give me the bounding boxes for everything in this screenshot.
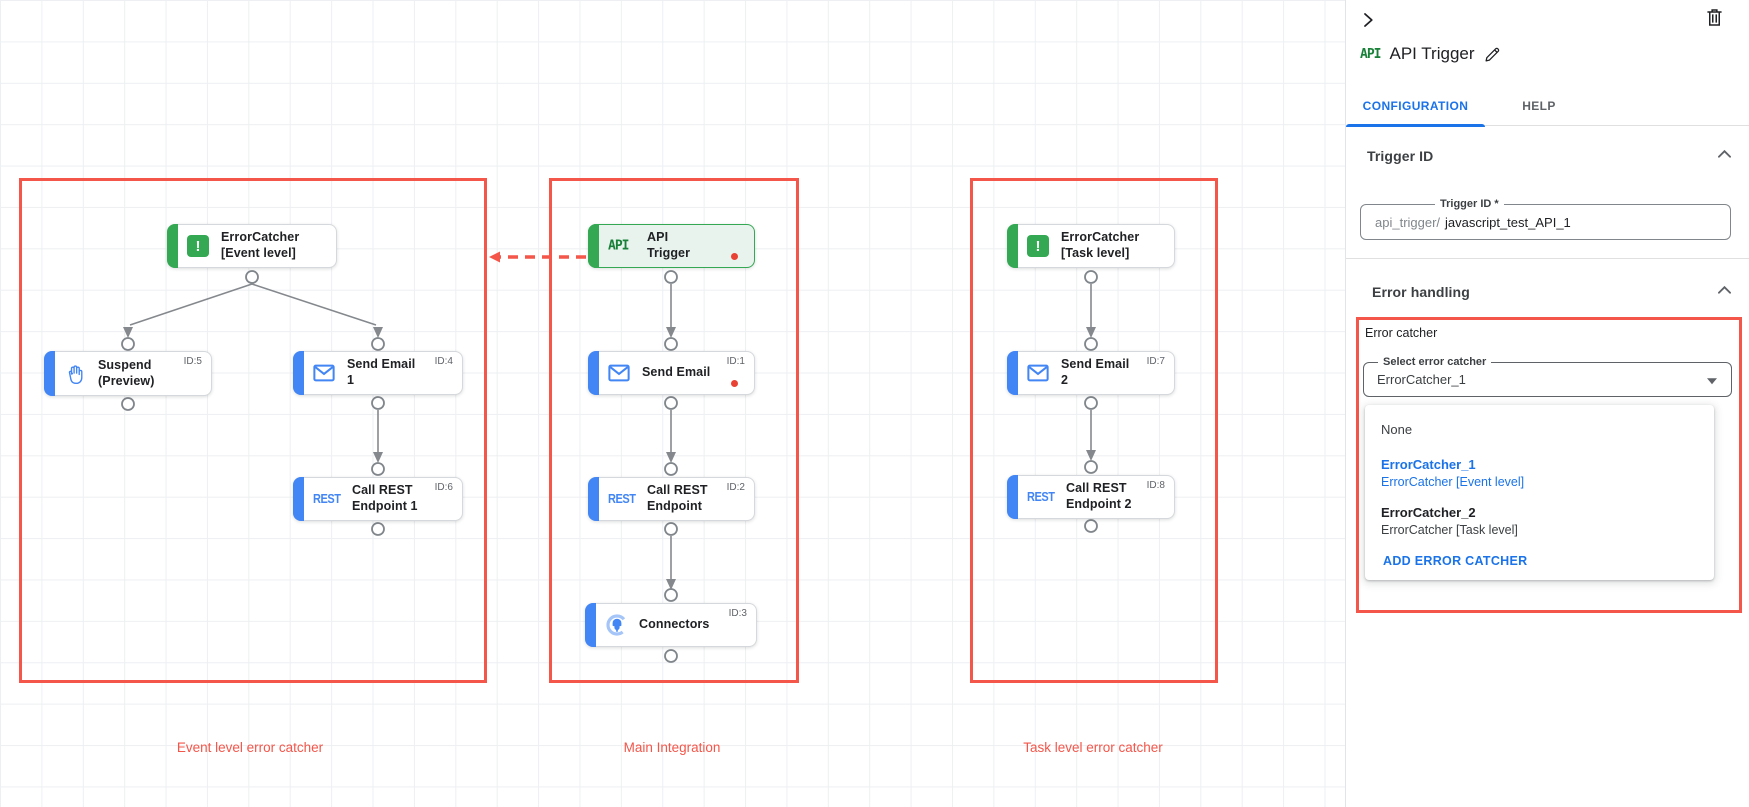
email-icon: [313, 364, 335, 382]
rest-icon: REST: [313, 492, 341, 506]
node-connectors[interactable]: Connectors ID:3: [585, 603, 757, 647]
group-label-task-level: Task level error catcher: [1023, 740, 1163, 755]
edit-pencil-icon[interactable]: [1484, 46, 1501, 63]
node-id-badge: ID:1: [726, 356, 745, 367]
node-label: Call REST Endpoint 2: [1066, 481, 1132, 511]
node-send-email[interactable]: Send Email ID:1: [588, 351, 755, 395]
error-catcher-label: Error catcher: [1365, 326, 1438, 340]
node-label: ErrorCatcher [Task level]: [1061, 230, 1140, 260]
node-accent-bar: [588, 351, 599, 395]
integration-canvas[interactable]: Event level error catcher Main Integrati…: [0, 0, 1345, 807]
collapse-trigger-id-icon[interactable]: [1718, 149, 1731, 158]
node-label: Send Email: [642, 365, 711, 380]
node-call-rest-endpoint-1[interactable]: REST Call REST Endpoint 1 ID:6: [293, 477, 463, 521]
menu-option-errorcatcher-2[interactable]: ErrorCatcher_2 ErrorCatcher [Task level]: [1381, 505, 1518, 537]
node-accent-bar: [1007, 475, 1018, 519]
config-panel: API API Trigger CONFIGURATION HELP Trigg…: [1345, 0, 1749, 807]
node-label: Call REST Endpoint 1: [352, 483, 418, 513]
node-label: Connectors: [639, 617, 710, 632]
node-id-badge: ID:4: [434, 356, 453, 367]
trigger-id-field-label: Trigger ID *: [1435, 198, 1504, 210]
connectors-icon: [605, 613, 629, 637]
node-id-badge: ID:5: [183, 356, 202, 367]
group-label-main-integration: Main Integration: [623, 740, 721, 755]
section-error-handling: Error handling: [1372, 284, 1470, 300]
node-errorcatcher-task-level[interactable]: ! ErrorCatcher [Task level]: [1007, 224, 1175, 268]
trigger-id-field[interactable]: Trigger ID * api_trigger/ javascript_tes…: [1360, 198, 1731, 240]
node-send-email-2[interactable]: Send Email 2 ID:7: [1007, 351, 1175, 395]
collapse-panel-icon[interactable]: [1359, 11, 1377, 29]
node-id-badge: ID:3: [728, 608, 747, 619]
trigger-id-prefix: api_trigger/: [1375, 214, 1441, 230]
node-label: Suspend (Preview): [98, 357, 155, 388]
node-label: ErrorCatcher [Event level]: [221, 230, 300, 260]
group-box-event-level: [19, 178, 487, 683]
node-call-rest-endpoint[interactable]: REST Call REST Endpoint ID:2: [588, 477, 755, 521]
trigger-id-value: javascript_test_API_1: [1445, 214, 1571, 230]
node-id-badge: ID:2: [726, 482, 745, 493]
tab-help[interactable]: HELP: [1522, 99, 1556, 113]
node-api-trigger[interactable]: API API Trigger: [588, 224, 755, 268]
section-trigger-id: Trigger ID: [1367, 148, 1434, 164]
node-accent-bar: [585, 603, 596, 647]
breakpoint-dot: [731, 380, 738, 387]
collapse-error-handling-icon[interactable]: [1718, 285, 1731, 294]
node-id-badge: ID:7: [1146, 356, 1165, 367]
breakpoint-dot: [731, 253, 738, 260]
node-suspend[interactable]: Suspend (Preview) ID:5: [44, 351, 212, 396]
tab-configuration[interactable]: CONFIGURATION: [1346, 86, 1485, 127]
node-accent-bar: [293, 351, 304, 395]
error-catcher-icon: !: [187, 235, 209, 257]
group-box-main-integration: [549, 178, 799, 683]
api-trigger-badge-icon: API: [1360, 46, 1382, 62]
select-error-catcher-value: ErrorCatcher_1: [1377, 372, 1466, 387]
api-trigger-icon: API: [608, 238, 630, 254]
node-label: Send Email 1: [347, 357, 416, 387]
menu-option-none[interactable]: None: [1381, 422, 1413, 437]
node-label: Send Email 2: [1061, 357, 1130, 387]
error-catcher-icon: !: [1027, 235, 1049, 257]
node-accent-bar: [588, 224, 599, 268]
menu-option-errorcatcher-1[interactable]: ErrorCatcher_1 ErrorCatcher [Event level…: [1381, 457, 1525, 489]
email-icon: [1027, 364, 1049, 382]
error-catcher-dropdown-menu: None ErrorCatcher_1 ErrorCatcher [Event …: [1365, 405, 1714, 580]
node-accent-bar: [293, 477, 304, 521]
dropdown-arrow-icon: [1707, 377, 1717, 384]
delete-trash-icon[interactable]: [1705, 7, 1724, 28]
node-id-badge: ID:8: [1146, 480, 1165, 491]
group-box-task-level: [970, 178, 1218, 683]
node-accent-bar: [1007, 224, 1018, 268]
select-error-catcher-label: Select error catcher: [1378, 356, 1492, 368]
email-icon: [608, 364, 630, 382]
node-accent-bar: [44, 351, 55, 396]
add-error-catcher-button[interactable]: ADD ERROR CATCHER: [1383, 554, 1528, 568]
hand-icon: [64, 363, 86, 385]
node-accent-bar: [1007, 351, 1018, 395]
node-accent-bar: [167, 224, 178, 268]
node-label: Call REST Endpoint: [647, 483, 708, 513]
node-label: API Trigger: [647, 230, 691, 260]
panel-title: API Trigger: [1389, 44, 1475, 63]
node-accent-bar: [588, 477, 599, 521]
rest-icon: REST: [608, 492, 636, 506]
node-send-email-1[interactable]: Send Email 1 ID:4: [293, 351, 463, 395]
node-id-badge: ID:6: [434, 482, 453, 493]
rest-icon: REST: [1027, 490, 1055, 504]
group-label-event-level: Event level error catcher: [176, 740, 324, 755]
node-errorcatcher-event-level[interactable]: ! ErrorCatcher [Event level]: [167, 224, 337, 268]
node-call-rest-endpoint-2[interactable]: REST Call REST Endpoint 2 ID:8: [1007, 475, 1175, 519]
select-error-catcher[interactable]: Select error catcher ErrorCatcher_1: [1363, 356, 1732, 397]
panel-tabs: CONFIGURATION HELP: [1346, 86, 1749, 127]
error-catcher-annotation-box: [1356, 317, 1742, 613]
